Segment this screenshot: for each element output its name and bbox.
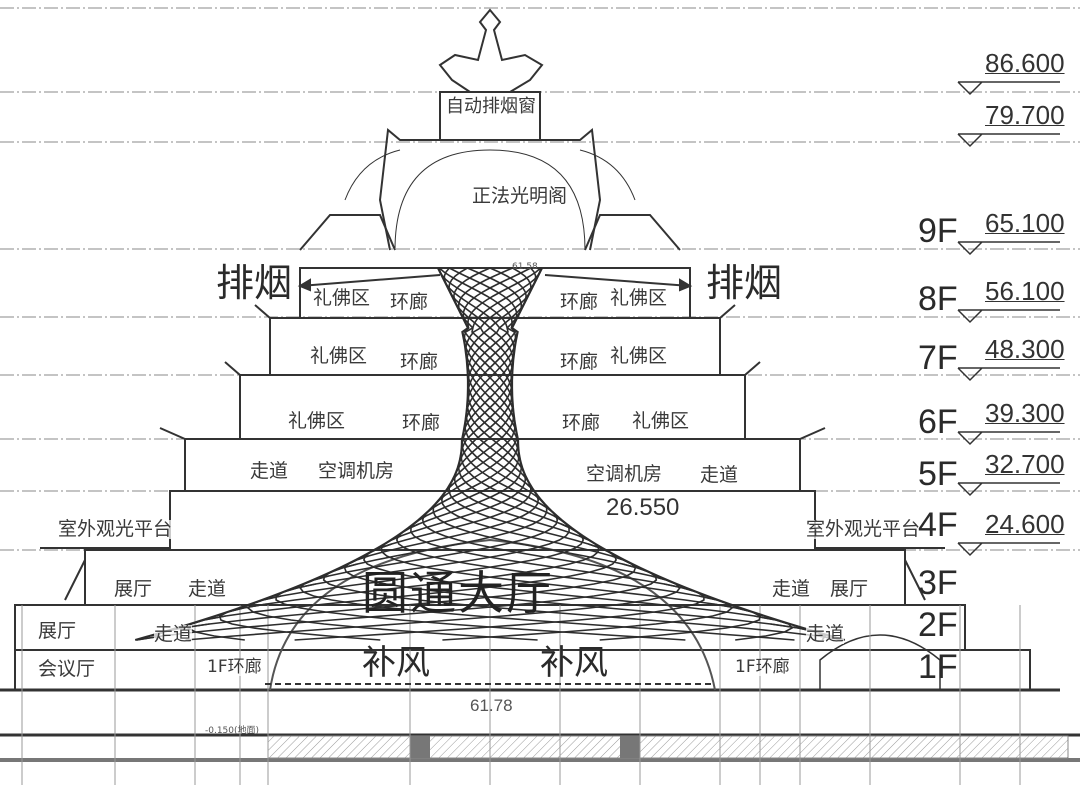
level-markers: [957, 81, 1060, 557]
lattice-edge: [510, 267, 846, 642]
level-triangle-icon: [957, 482, 1060, 497]
room-label: 室外观光平台: [58, 518, 173, 540]
room-label: 走道: [250, 460, 289, 482]
room-label: 展厅: [38, 620, 77, 642]
main-hall-label: 圆通大厅: [362, 566, 554, 620]
elevation-label: 39.300: [985, 398, 1065, 428]
room-label: 环廊: [560, 291, 599, 313]
room-label: 走道: [700, 464, 739, 486]
level-triangle-icon: [957, 133, 1060, 148]
floor-label: 9F: [918, 212, 958, 250]
room-label: 环廊: [400, 351, 439, 373]
top-dimension: 61.58: [512, 262, 538, 272]
room-label: 环廊: [402, 412, 441, 434]
level-triangle-icon: [957, 431, 1060, 446]
floor-label: 4F: [918, 506, 958, 544]
pavilion-label: 正法光明阁: [472, 185, 568, 207]
lattice-member: [347, 267, 827, 641]
room-label: 环廊: [562, 412, 601, 434]
room-label: 礼佛区: [313, 287, 371, 309]
floor-label: 2F: [918, 606, 958, 644]
room-label: 礼佛区: [610, 345, 668, 367]
lattice-edge: [134, 267, 470, 642]
diagrid-lattice: [134, 267, 846, 642]
bottom-dimension: 61.78: [470, 696, 513, 715]
level-triangle-icon: [957, 542, 1060, 557]
room-label: 礼佛区: [288, 410, 346, 432]
room-label: 礼佛区: [310, 345, 368, 367]
lattice-member: [324, 267, 844, 641]
air-supply-right: 补风: [540, 643, 608, 683]
elevation-label: 56.100: [985, 276, 1065, 306]
room-label: 展厅: [830, 578, 869, 600]
room-label: 走道: [154, 623, 193, 645]
inner-elevation: 26.550: [606, 494, 680, 521]
room-label: 空调机房: [586, 463, 663, 485]
room-label: 礼佛区: [632, 410, 690, 432]
elevation-label: 65.100: [985, 208, 1065, 238]
level-triangle-icon: [957, 367, 1060, 382]
room-label: 会议厅: [38, 658, 96, 680]
floor-label: 7F: [918, 339, 958, 377]
floor-label: 1F: [918, 648, 958, 686]
elevation-label: 48.300: [985, 334, 1065, 364]
floor-label: 8F: [918, 280, 958, 318]
room-label: 走道: [188, 578, 227, 600]
room-label: 环廊: [560, 351, 599, 373]
air-supply-left: 补风: [362, 643, 430, 683]
floor-label: 6F: [918, 403, 958, 441]
smoke-arrows: [297, 274, 693, 292]
lattice-member: [136, 267, 656, 641]
floor-label: 3F: [918, 564, 958, 602]
room-label: 1F环廊: [207, 657, 262, 677]
room-label: 1F环廊: [735, 657, 790, 677]
room-label: 室外观光平台: [806, 518, 921, 540]
main-hall-dome: [269, 538, 716, 691]
elevation-label: 79.700: [985, 100, 1065, 130]
smoke-window-label: 自动排烟窗: [446, 96, 536, 117]
room-label: 走道: [772, 578, 811, 600]
basement-elevation: -0.150(地面): [205, 726, 260, 736]
floor-label: 5F: [918, 455, 958, 493]
elevation-label: 32.700: [985, 449, 1065, 479]
level-triangle-icon: [957, 309, 1060, 324]
elevation-label: 24.600: [985, 509, 1065, 539]
elevation-label: 86.600: [985, 48, 1065, 78]
room-label: 空调机房: [318, 460, 395, 482]
structural-grid: [21, 605, 1021, 785]
smoke-exhaust-left: 排烟: [216, 261, 293, 305]
room-label: 走道: [806, 623, 845, 645]
smoke-exhaust-right: 排烟: [706, 261, 783, 305]
level-triangle-icon: [957, 241, 1060, 256]
room-label: 礼佛区: [610, 287, 668, 309]
room-label: 展厅: [114, 578, 153, 600]
room-label: 环廊: [390, 291, 429, 313]
level-triangle-icon: [957, 81, 1060, 96]
